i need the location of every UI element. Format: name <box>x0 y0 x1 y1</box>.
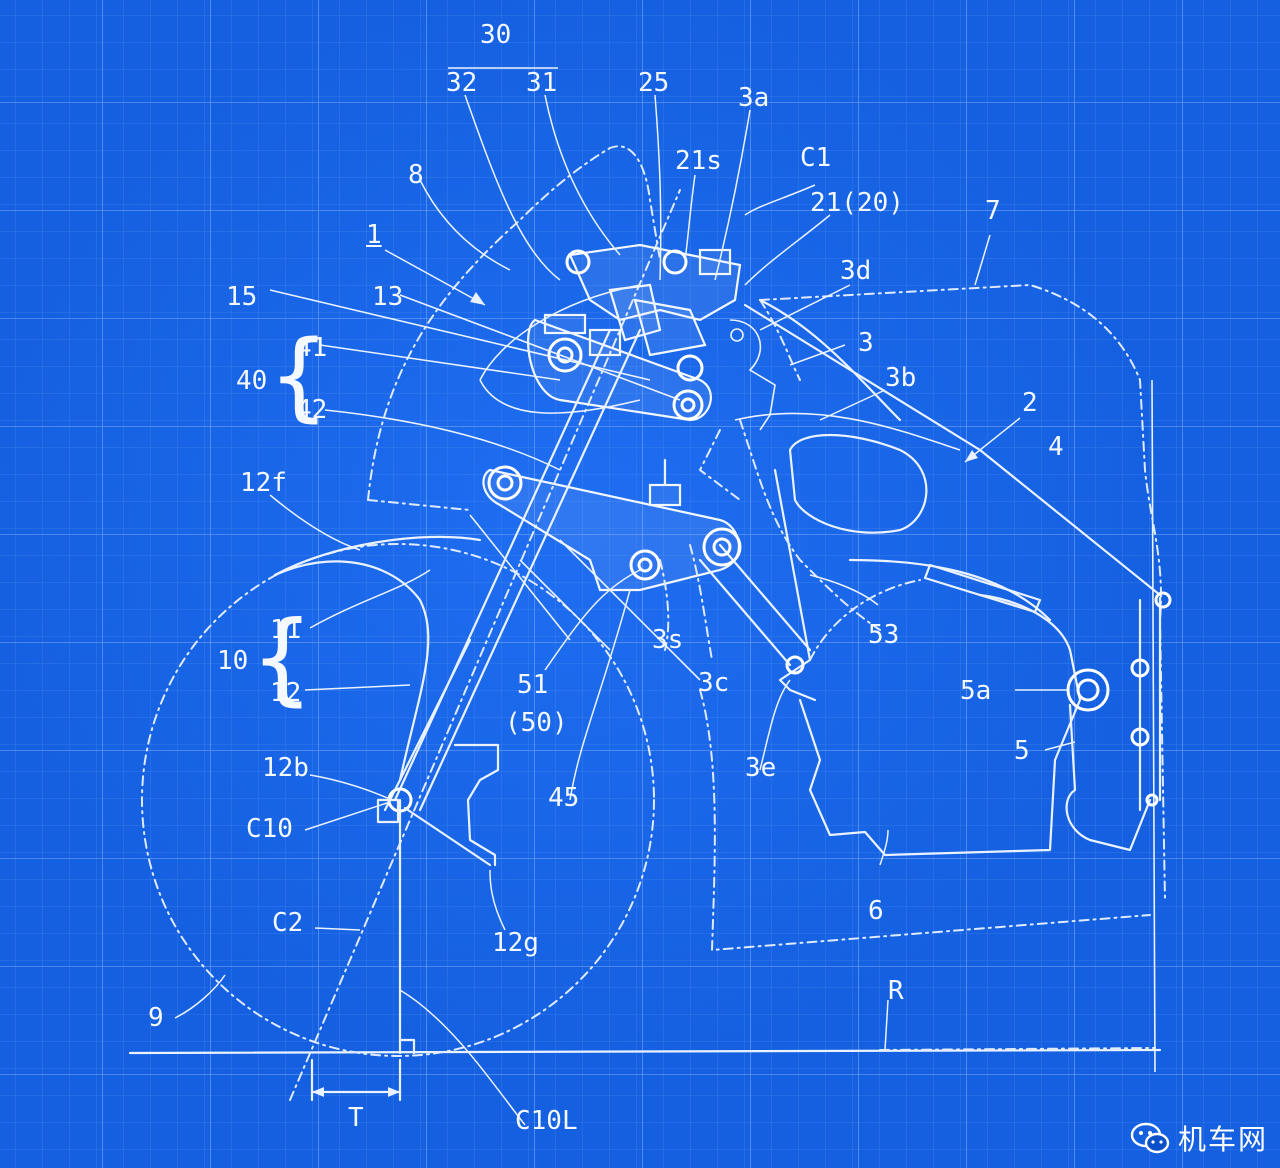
label-2: 2 <box>1022 388 1038 418</box>
label-21s: 21s <box>675 146 722 176</box>
label-6: 6 <box>868 896 884 926</box>
label-c2: C2 <box>272 908 304 938</box>
label-10: 10 <box>217 646 249 676</box>
label-3s: 3s <box>652 625 684 655</box>
wechat-icon <box>1130 1122 1170 1154</box>
caliper-12g <box>453 743 500 867</box>
label-30: 30 <box>480 20 512 50</box>
label-12: 12 <box>270 678 302 708</box>
brace-10: { <box>252 599 313 716</box>
watermark-text: 机车网 <box>1178 1123 1269 1156</box>
label-t: T <box>348 1103 364 1133</box>
body-outline <box>759 283 1166 901</box>
label-8: 8 <box>408 160 424 190</box>
label-13: 13 <box>372 282 404 312</box>
label-9: 9 <box>148 1003 164 1033</box>
label-42: 42 <box>296 395 328 425</box>
label-21-20: 21(20) <box>810 188 904 218</box>
label-7: 7 <box>985 196 1001 226</box>
lower-arm <box>482 468 740 592</box>
label-11: 11 <box>270 615 302 645</box>
steering-axis-c2 <box>289 189 681 1101</box>
pivot-5a <box>1066 668 1110 712</box>
front-fairing <box>367 145 661 501</box>
engine-outline <box>798 593 1082 857</box>
label-c10l: C10L <box>515 1106 578 1136</box>
label-12f: 12f <box>240 468 287 498</box>
brace-40: { <box>270 320 328 432</box>
label-31: 31 <box>526 68 558 98</box>
label-12g: 12g <box>492 928 539 958</box>
label-c10: C10 <box>246 814 293 844</box>
label-50: (50) <box>505 708 568 738</box>
label-3a: 3a <box>738 83 770 113</box>
label-12b: 12b <box>262 753 309 783</box>
label-3d: 3d <box>840 256 872 286</box>
fork-leg <box>393 328 612 802</box>
label-3c: 3c <box>698 668 730 698</box>
label-25: 25 <box>638 68 670 98</box>
label-3: 3 <box>858 328 874 358</box>
label-41: 41 <box>296 333 328 363</box>
front-fender <box>273 560 430 782</box>
ground-line <box>128 1048 1162 1055</box>
label-15: 15 <box>226 282 258 312</box>
front-wheel <box>141 543 655 1057</box>
label-3e: 3e <box>745 753 777 783</box>
label-5a: 5a <box>960 676 992 706</box>
label-40: 40 <box>236 366 268 396</box>
label-51: 51 <box>517 670 549 700</box>
label-4: 4 <box>1048 432 1064 462</box>
label-53: 53 <box>868 620 900 650</box>
label-r: R <box>888 976 904 1006</box>
label-5: 5 <box>1014 736 1030 766</box>
watermark: 机车网 <box>1130 1118 1268 1158</box>
label-45: 45 <box>548 783 580 813</box>
label-32: 32 <box>446 68 478 98</box>
frame <box>743 303 1162 597</box>
frame-window <box>788 433 928 534</box>
label-3b: 3b <box>885 363 917 393</box>
label-c1: C1 <box>800 143 832 173</box>
label-1: 1 <box>366 220 382 250</box>
